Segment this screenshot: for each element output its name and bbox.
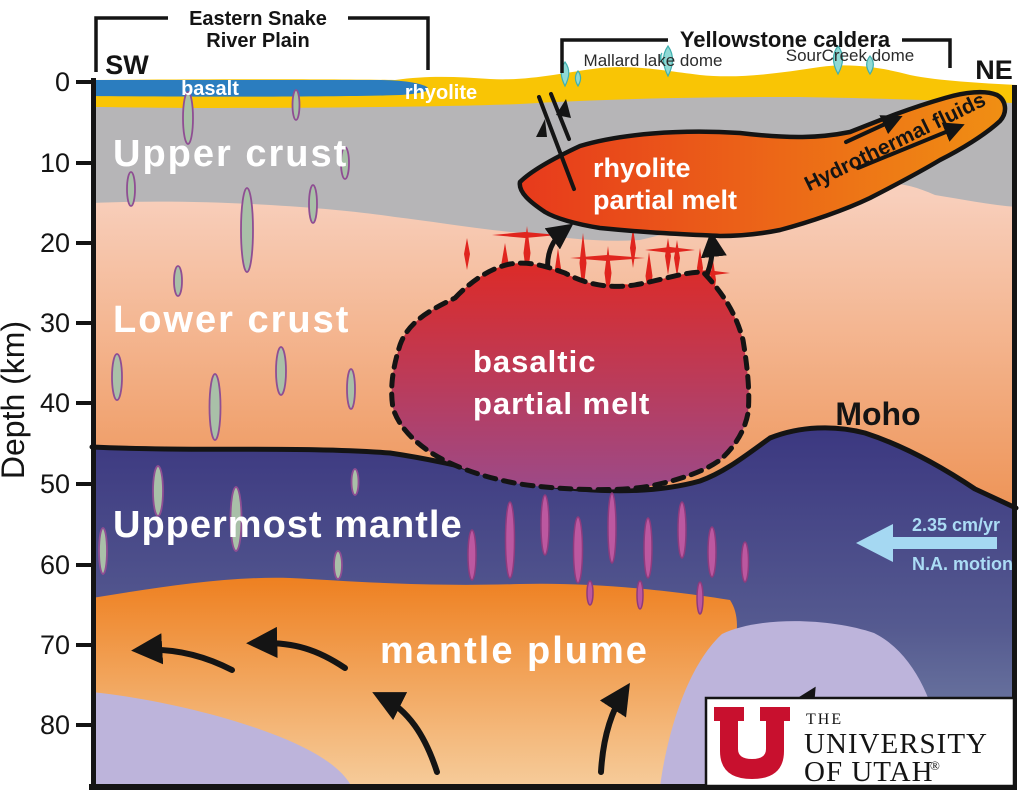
- rhyolite-melt-label-line1: rhyolite: [593, 153, 691, 183]
- tick-0: 0: [55, 67, 70, 97]
- basaltic-partial-melt-body: [389, 260, 752, 493]
- logo-registered-mark: ®: [930, 758, 940, 773]
- upper-crust-label: Upper crust: [113, 133, 348, 175]
- ne-label: NE: [975, 55, 1013, 85]
- na-motion-label: N.A. motion: [912, 554, 1013, 574]
- tick-40: 40: [40, 388, 70, 418]
- tick-30: 30: [40, 308, 70, 338]
- utah-block-u-icon: [714, 707, 790, 779]
- esrp-bracket: [94, 16, 430, 72]
- basaltic-melt-label-line2: partial melt: [473, 386, 650, 421]
- hydrothermal-arrows: [844, 115, 965, 170]
- tick-50: 50: [40, 469, 70, 499]
- mallard-dome-label: Mallard lake dome: [584, 51, 723, 70]
- lavender-region-left: [92, 692, 352, 787]
- caldera-bracket: [560, 38, 952, 73]
- tick-70: 70: [40, 630, 70, 660]
- sw-label: SW: [105, 50, 149, 80]
- depth-axis-label: Depth (km): [0, 321, 31, 479]
- surface-rhyolite-band: [92, 65, 1017, 108]
- caldera-fault: [536, 92, 576, 191]
- tick-60: 60: [40, 550, 70, 580]
- basaltic-melt-label-line1: basaltic: [473, 344, 596, 379]
- mantle-dike-lenses: [467, 492, 750, 615]
- crustal-dike-lenses: [98, 89, 360, 580]
- uppermost-mantle-label: Uppermost mantle: [113, 504, 463, 546]
- tick-20: 20: [40, 228, 70, 258]
- university-of-utah-logo: THE UNIVERSITY OF UTAH ®: [704, 696, 1016, 788]
- lower-crust-label: Lower crust: [113, 299, 350, 341]
- logo-of-utah: OF UTAH: [804, 756, 934, 788]
- sourcreek-dome-label: SourCreek dome: [786, 46, 915, 65]
- basalt-band-label: basalt: [181, 78, 239, 100]
- na-motion-arrow: [856, 524, 997, 562]
- na-rate-label: 2.35 cm/yr: [912, 515, 1000, 535]
- axis-ticks: [76, 80, 93, 727]
- mantle-plume-label: mantle plume: [380, 630, 649, 672]
- surface-basalt-band: [92, 80, 429, 97]
- rhyolite-band-label: rhyolite: [405, 82, 477, 104]
- plot-frame: [89, 78, 1017, 790]
- tick-10: 10: [40, 148, 70, 178]
- caldera-label: Yellowstone caldera: [680, 27, 891, 52]
- moho-label: Moho: [835, 396, 920, 432]
- moho-boundary-line: [89, 425, 1019, 511]
- rhyolite-melt-label-line2: partial melt: [593, 185, 737, 215]
- logo-university: UNIVERSITY: [804, 728, 988, 760]
- axis-tick-labels: 0 10 20 30 40 50 60 70 80: [40, 67, 70, 740]
- esrp-label-line1: Eastern Snake: [189, 8, 327, 30]
- tick-80: 80: [40, 710, 70, 740]
- esrp-label-line2: River Plain: [206, 30, 309, 52]
- logo-the: THE: [806, 711, 843, 728]
